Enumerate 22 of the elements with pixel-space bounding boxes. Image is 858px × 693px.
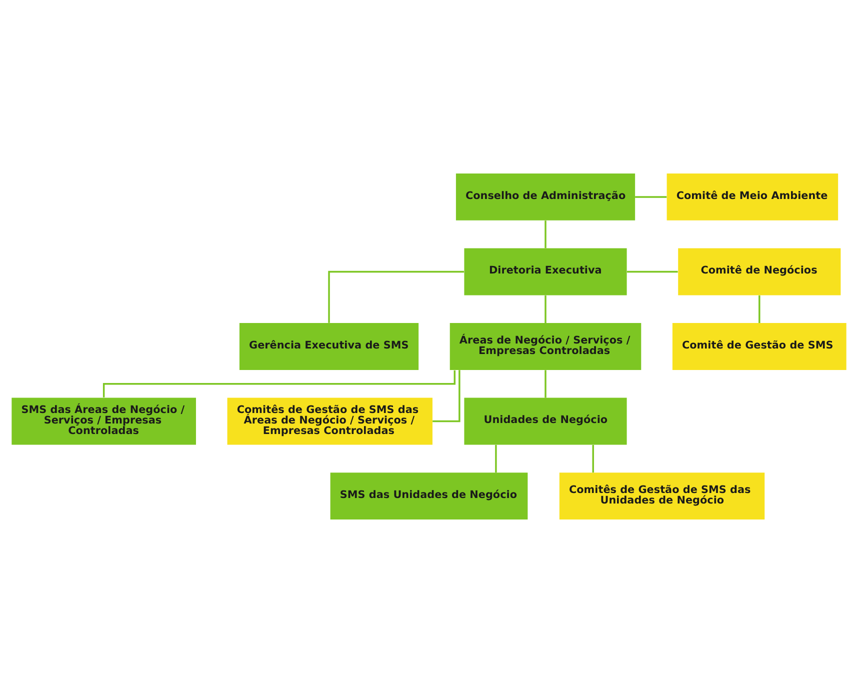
node-box: Conselho de Administração: [456, 173, 636, 220]
node-box: Comitê de Gestão de SMS: [672, 323, 846, 370]
node-box: SMS das Áreas de Negócio / Serviços / Empresas Controladas: [12, 398, 196, 445]
node-box: Áreas de Negócio / Serviços / Empresas Controladas: [450, 323, 642, 370]
node-box: Gerência Executiva de SMS: [239, 323, 419, 370]
connector: [544, 295, 546, 323]
node-box: Unidades de Negócio: [464, 398, 627, 445]
connector: [544, 370, 546, 398]
node-box: Comitê de Negócios: [678, 248, 841, 296]
connector: [495, 444, 497, 473]
node-box: Comitê de Meio Ambiente: [666, 173, 838, 220]
connector: [592, 444, 594, 473]
connector: [432, 370, 460, 422]
node-box: Comitês de Gestão de SMS das Áreas de Negócio / Serviços / Empresas Controladas: [227, 398, 432, 445]
connector: [544, 220, 546, 248]
connector: [626, 270, 678, 273]
connector: [328, 270, 464, 323]
connector: [758, 295, 760, 323]
node-box: Comitês de Gestão de SMS das Unidades de Negócio: [559, 472, 765, 520]
node-box: Diretoria Executiva: [464, 248, 627, 296]
connector: [635, 196, 667, 198]
node-box: SMS das Unidades de Negócio: [330, 472, 528, 520]
